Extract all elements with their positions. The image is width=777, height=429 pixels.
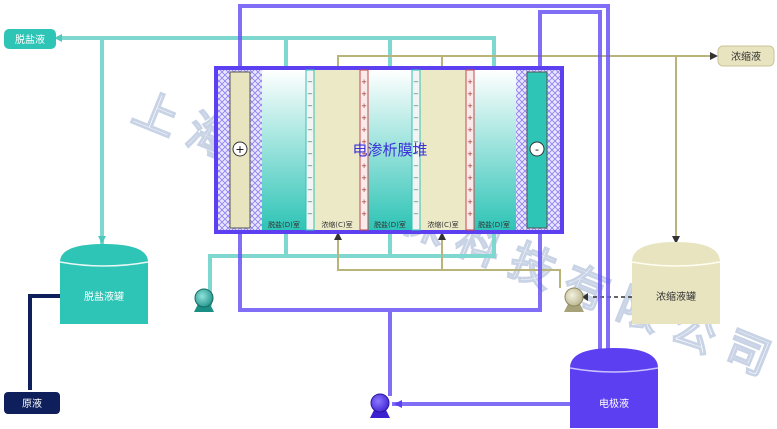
compartment-label: 浓缩(C)室 (321, 220, 352, 229)
concentrate-tank: 浓缩液罐 (631, 242, 721, 324)
membrane-sign: + (467, 90, 473, 98)
electrode-liquid-label: 电极液 (599, 397, 629, 410)
electrode-pipes (238, 4, 610, 406)
membrane-sign: + (361, 198, 367, 206)
stack-title: 电渗析膜堆 (352, 141, 427, 159)
compartment-label: 脱盐(D)室 (268, 220, 300, 229)
membrane-sign: − (413, 174, 419, 182)
membrane-sign: + (467, 162, 473, 170)
membrane-sign: − (307, 162, 313, 170)
electrode-pump-icon (370, 393, 390, 418)
cathode-symbol: - (535, 143, 539, 156)
membrane-sign: + (361, 114, 367, 122)
cation-membrane (305, 69, 315, 231)
compartment-label: 脱盐(D)室 (478, 220, 510, 229)
anode-symbol: + (235, 143, 244, 156)
membrane-sign: − (307, 174, 313, 182)
membrane-sign: + (467, 210, 473, 218)
membrane-sign: + (361, 186, 367, 194)
membrane-sign: + (467, 174, 473, 182)
membrane-sign: + (361, 150, 367, 158)
raw-liquid-label: 原液 (22, 397, 42, 410)
concentrate-label: 浓缩液 (731, 50, 761, 63)
desalted-tank: 脱盐液罐 (59, 244, 149, 324)
cation-membrane (411, 69, 421, 231)
membrane-sign: − (307, 210, 313, 218)
membrane-sign: − (413, 162, 419, 170)
desalted-pump-icon (194, 288, 214, 312)
membrane-sign: − (413, 150, 419, 158)
concentrate-tank-label: 浓缩液罐 (656, 290, 696, 303)
anion-membrane (465, 69, 475, 231)
membrane-sign: − (413, 126, 419, 134)
membrane-sign: + (361, 210, 367, 218)
membrane-sign: + (361, 102, 367, 110)
membrane-sign: − (413, 138, 419, 146)
membrane-sign: − (307, 138, 313, 146)
membrane-sign: − (413, 114, 419, 122)
membrane-sign: + (361, 78, 367, 86)
membrane-sign: − (413, 90, 419, 98)
ed-stack: + - − − − − − − − − − − − − + + + + + + + + + + + + − − − − − − − − − − − −… (214, 66, 564, 234)
membrane-sign: − (307, 126, 313, 134)
membrane-sign: − (307, 78, 313, 86)
membrane-sign: − (413, 102, 419, 110)
membrane-sign: + (361, 174, 367, 182)
concentrate-pump-icon (564, 287, 584, 312)
membrane-sign: − (307, 150, 313, 158)
desalted-tank-label: 脱盐液罐 (84, 290, 124, 303)
membrane-sign: + (467, 114, 473, 122)
membrane-sign: − (307, 102, 313, 110)
membrane-sign: − (413, 186, 419, 194)
membrane-sign: + (467, 198, 473, 206)
membrane-sign: − (307, 198, 313, 206)
membrane-sign: − (413, 198, 419, 206)
anion-membrane (359, 69, 369, 231)
desalted-liquid-label: 脱盐液 (15, 33, 45, 46)
membrane-sign: − (413, 78, 419, 86)
membrane-sign: + (467, 102, 473, 110)
compartment-label: 浓缩(C)室 (427, 220, 458, 229)
membrane-sign: − (307, 114, 313, 122)
membrane-sign: + (467, 150, 473, 158)
compartment-label: 脱盐(D)室 (374, 220, 406, 229)
membrane-sign: + (467, 138, 473, 146)
membrane-sign: + (467, 78, 473, 86)
membrane-sign: + (361, 126, 367, 134)
membrane-sign: + (361, 138, 367, 146)
membrane-sign: + (467, 126, 473, 134)
concentrate-pipes (337, 55, 710, 288)
membrane-sign: − (307, 186, 313, 194)
membrane-sign: + (361, 162, 367, 170)
membrane-sign: + (467, 186, 473, 194)
membrane-sign: − (413, 210, 419, 218)
membrane-sign: − (307, 90, 313, 98)
membrane-sign: + (361, 90, 367, 98)
electrode-tank: 电极液 (569, 348, 659, 428)
desalted-pipes (62, 36, 496, 306)
